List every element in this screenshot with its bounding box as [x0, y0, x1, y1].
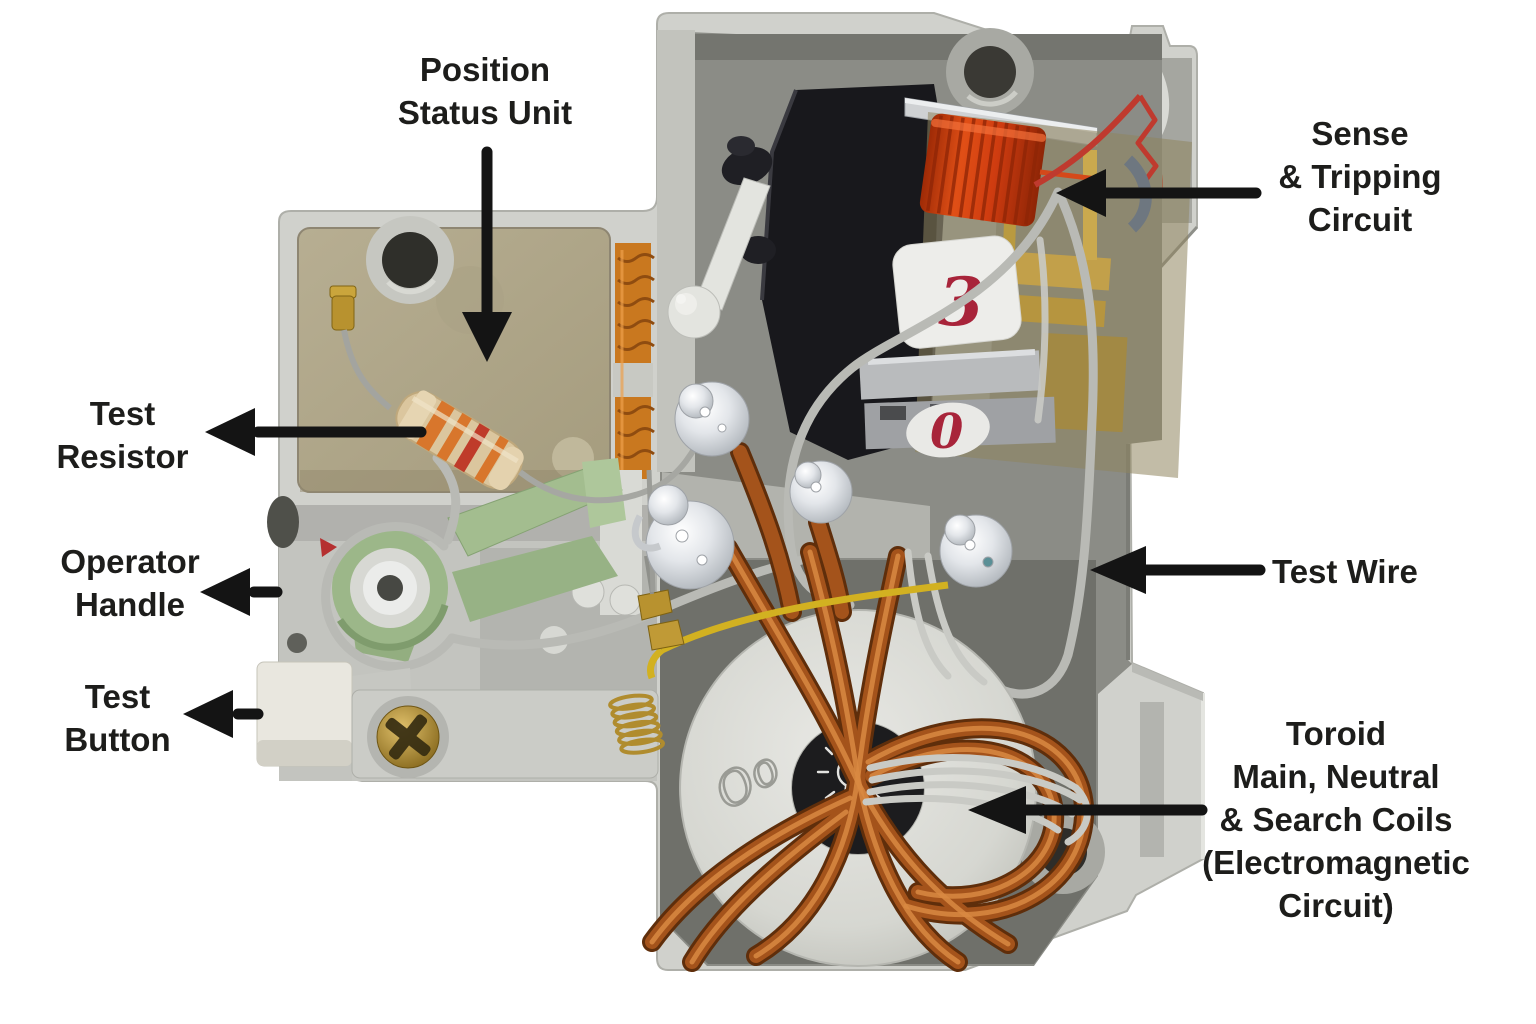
label-line: Operator: [60, 543, 200, 580]
label-line: Toroid: [1285, 715, 1387, 752]
spring: [608, 693, 665, 755]
label-line: & Search Coils: [1219, 801, 1453, 838]
label-line: Circuit): [1278, 887, 1394, 924]
label-line: Circuit: [1307, 201, 1413, 238]
label-line: Main, Neutral: [1232, 758, 1440, 795]
label-test-wire: Test Wire: [1272, 550, 1512, 593]
sense-tripping-circuit-part: 3 0: [721, 84, 1192, 478]
toroid-coils-arrow: [968, 786, 1208, 834]
solder-joints: [631, 381, 1013, 590]
label-line: Test Wire: [1272, 553, 1418, 590]
test-button-arrow: [183, 690, 264, 738]
solder-joint: [631, 484, 735, 590]
test-resistor-arrow: [205, 408, 427, 456]
label-sense-tripping-circuit: Sense & Tripping Circuit: [1210, 112, 1510, 241]
screw: [351, 689, 659, 779]
copper-winding-edge: [613, 243, 655, 479]
label-position-status-unit: Position Status Unit: [285, 48, 685, 134]
solder-joint: [789, 460, 853, 524]
test-wire-arrow: [1090, 546, 1266, 594]
pivot-lever: [667, 177, 771, 339]
label-toroid-coils: Toroid Main, Neutral & Search Coils (Ele…: [1180, 712, 1492, 927]
label-line: Status Unit: [397, 94, 573, 131]
sense-tripping-circuit-arrow: [1056, 169, 1262, 217]
label-line: Position: [419, 51, 551, 88]
label-line: Sense: [1311, 115, 1409, 152]
position-status-unit-arrow: [462, 146, 512, 362]
label-line: Resistor: [56, 438, 189, 475]
label-line: Button: [64, 721, 171, 758]
solenoid-coil: [919, 113, 1047, 227]
label-line: (Electromagnetic: [1202, 844, 1470, 881]
label-line: Handle: [74, 586, 186, 623]
solder-joint: [674, 381, 750, 457]
relay-marking-0: 0: [930, 404, 963, 460]
label-test-resistor: Test Resistor: [10, 392, 235, 478]
wiring: [783, 187, 1098, 699]
label-operator-handle: Operator Handle: [10, 540, 250, 626]
label-test-button: Test Button: [5, 675, 230, 761]
yellow-wire: [660, 581, 949, 654]
operator-handle-arrow: [200, 568, 283, 616]
label-line: Test: [84, 678, 151, 715]
red-indicator: [320, 538, 337, 557]
solder-joint: [939, 514, 1013, 588]
brass-terminal: [329, 285, 392, 411]
test-wire-part: [997, 195, 1098, 699]
toroid-part: Oo: [637, 452, 1087, 966]
annotation-arrows: [183, 146, 1266, 834]
label-line: & Tripping: [1278, 158, 1442, 195]
operator-handle-part: [321, 453, 825, 671]
label-line: Test: [89, 395, 156, 432]
